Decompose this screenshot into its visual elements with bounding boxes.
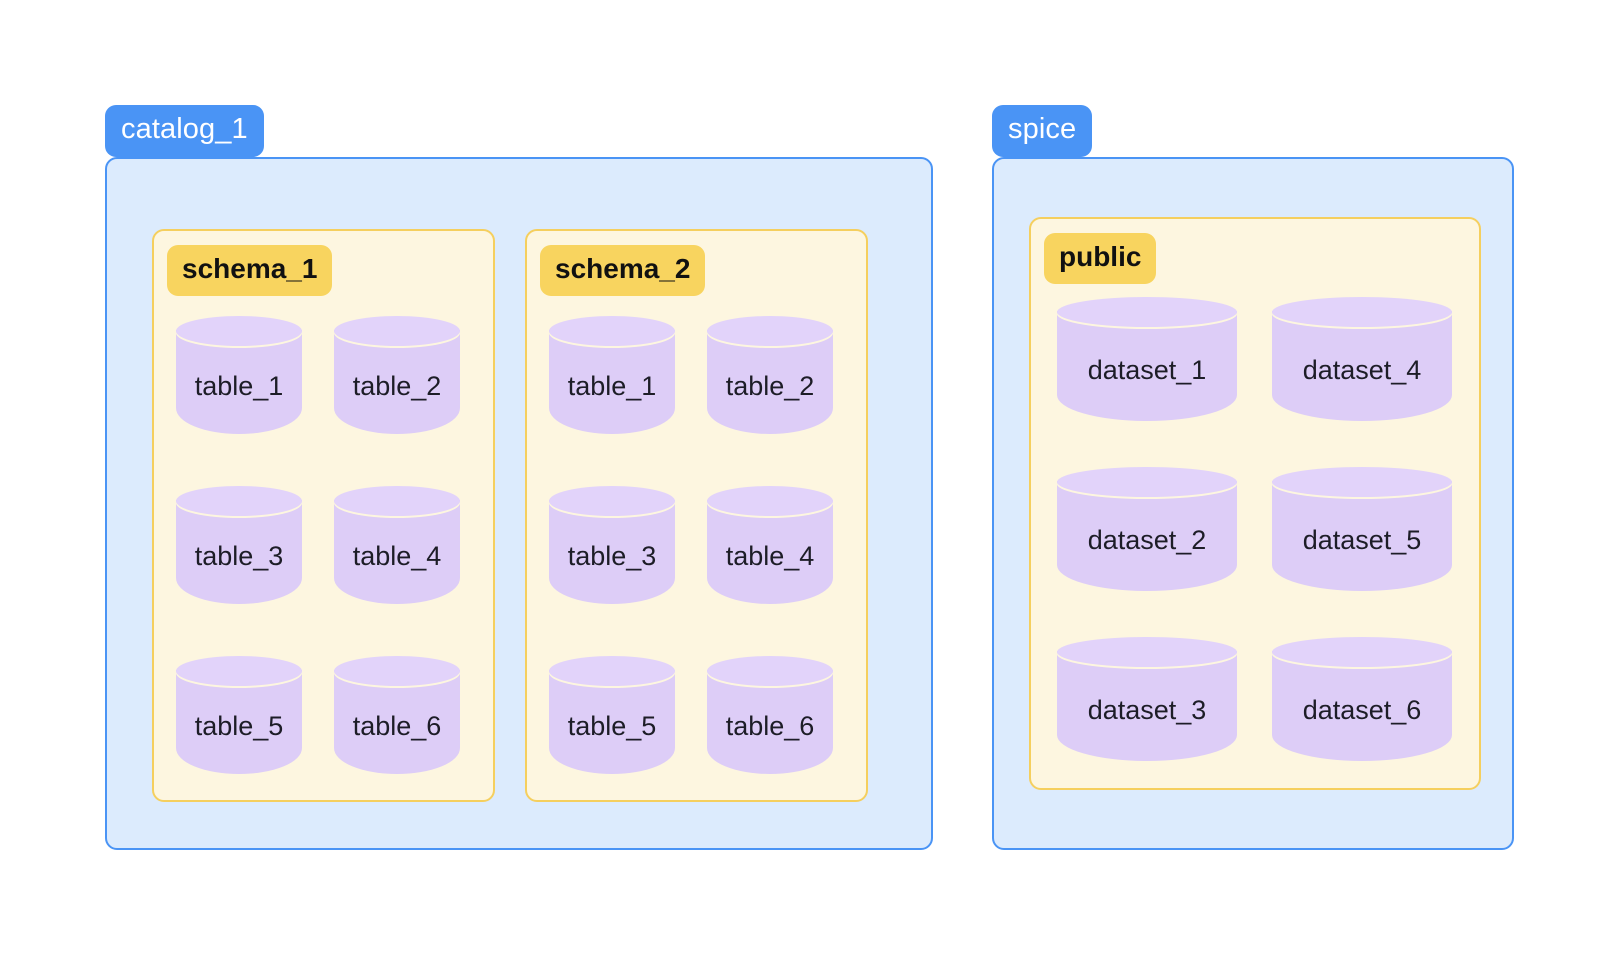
cylinder-body bbox=[549, 330, 675, 434]
table-cylinder[interactable]: table_5 bbox=[549, 656, 675, 774]
dataset-label: dataset_5 bbox=[1302, 524, 1422, 555]
group-box-spice: public dataset_1 dataset_4 dataset_2 dat… bbox=[992, 157, 1514, 850]
table-cylinder[interactable]: table_1 bbox=[549, 316, 675, 434]
cylinder-body bbox=[1272, 651, 1452, 761]
dataset-cylinder[interactable]: dataset_1 bbox=[1057, 297, 1237, 421]
dataset-cylinder[interactable]: dataset_3 bbox=[1057, 637, 1237, 761]
group-box-catalog-1: schema_1 table_1 table_2 table_3 table_4 bbox=[105, 157, 933, 850]
table-cylinder[interactable]: table_4 bbox=[707, 486, 833, 604]
cylinder-body bbox=[176, 500, 302, 604]
cylinder-body bbox=[549, 500, 675, 604]
cylinder-body bbox=[1057, 651, 1237, 761]
table-label: table_2 bbox=[352, 370, 442, 401]
group-tag-catalog-1[interactable]: catalog_1 bbox=[105, 105, 264, 157]
cylinder-top-ellipse bbox=[334, 316, 460, 346]
table-cylinder[interactable]: table_4 bbox=[334, 486, 460, 604]
cylinder-top-ellipse bbox=[176, 316, 302, 346]
table-cylinder[interactable]: table_5 bbox=[176, 656, 302, 774]
schema-box-schema-2: schema_2 table_1 table_2 table_3 table_4 bbox=[525, 229, 868, 802]
cylinder-top-ellipse bbox=[176, 656, 302, 686]
cylinder-top-ellipse bbox=[1057, 467, 1237, 497]
group-spice: spice public dataset_1 dataset_4 dataset… bbox=[992, 105, 1514, 850]
table-cylinder[interactable]: table_3 bbox=[176, 486, 302, 604]
group-tag-spice[interactable]: spice bbox=[992, 105, 1093, 157]
cylinder-top-ellipse bbox=[1272, 637, 1452, 667]
cylinder-top-ellipse bbox=[549, 486, 675, 516]
group-catalog-1: catalog_1 schema_1 table_1 table_2 table… bbox=[105, 105, 933, 850]
table-label: table_4 bbox=[725, 540, 815, 571]
table-cylinder[interactable]: table_1 bbox=[176, 316, 302, 434]
schema-tag-schema-1[interactable]: schema_1 bbox=[167, 245, 333, 296]
cylinder-body bbox=[1272, 311, 1452, 421]
schema-tag-public[interactable]: public bbox=[1044, 233, 1157, 284]
dataset-label: dataset_6 bbox=[1302, 694, 1422, 725]
table-cylinder[interactable]: table_2 bbox=[334, 316, 460, 434]
cylinder-body bbox=[707, 670, 833, 774]
cylinder-top-ellipse bbox=[549, 316, 675, 346]
table-cylinder[interactable]: table_3 bbox=[549, 486, 675, 604]
table-label: table_3 bbox=[194, 540, 284, 571]
table-label: table_1 bbox=[567, 370, 657, 401]
cylinder-top-ellipse bbox=[1057, 297, 1237, 327]
cylinder-top-ellipse bbox=[549, 656, 675, 686]
dataset-label: dataset_4 bbox=[1302, 354, 1422, 385]
table-label: table_5 bbox=[194, 710, 284, 741]
table-label: table_6 bbox=[725, 710, 815, 741]
table-cylinder[interactable]: table_6 bbox=[707, 656, 833, 774]
cylinder-top-ellipse bbox=[334, 656, 460, 686]
cylinder-body bbox=[707, 500, 833, 604]
cylinder-body bbox=[176, 330, 302, 434]
dataset-cylinder[interactable]: dataset_6 bbox=[1272, 637, 1452, 761]
cylinder-body bbox=[549, 670, 675, 774]
cylinder-body bbox=[1057, 481, 1237, 591]
cylinder-body bbox=[334, 500, 460, 604]
table-label: table_3 bbox=[567, 540, 657, 571]
cylinder-body bbox=[334, 670, 460, 774]
cylinder-top-ellipse bbox=[1272, 467, 1452, 497]
cylinder-top-ellipse bbox=[707, 486, 833, 516]
table-label: table_2 bbox=[725, 370, 815, 401]
schema-box-public: public dataset_1 dataset_4 dataset_2 dat… bbox=[1029, 217, 1481, 790]
cylinder-body bbox=[334, 330, 460, 434]
dataset-cylinder[interactable]: dataset_5 bbox=[1272, 467, 1452, 591]
dataset-label: dataset_1 bbox=[1087, 354, 1207, 385]
cylinder-body bbox=[707, 330, 833, 434]
cylinder-body bbox=[176, 670, 302, 774]
schema-box-schema-1: schema_1 table_1 table_2 table_3 table_4 bbox=[152, 229, 495, 802]
cylinder-top-ellipse bbox=[334, 486, 460, 516]
dataset-cylinder[interactable]: dataset_4 bbox=[1272, 297, 1452, 421]
cylinder-top-ellipse bbox=[1272, 297, 1452, 327]
table-label: table_6 bbox=[352, 710, 442, 741]
cylinder-top-ellipse bbox=[1057, 637, 1237, 667]
table-label: table_4 bbox=[352, 540, 442, 571]
table-cylinder[interactable]: table_2 bbox=[707, 316, 833, 434]
cylinder-top-ellipse bbox=[707, 316, 833, 346]
dataset-cylinder[interactable]: dataset_2 bbox=[1057, 467, 1237, 591]
cylinder-body bbox=[1272, 481, 1452, 591]
cylinder-top-ellipse bbox=[707, 656, 833, 686]
table-label: table_5 bbox=[567, 710, 657, 741]
table-label: table_1 bbox=[194, 370, 284, 401]
table-cylinder[interactable]: table_6 bbox=[334, 656, 460, 774]
cylinder-body bbox=[1057, 311, 1237, 421]
dataset-label: dataset_3 bbox=[1087, 694, 1207, 725]
schema-tag-schema-2[interactable]: schema_2 bbox=[540, 245, 706, 296]
cylinder-top-ellipse bbox=[176, 486, 302, 516]
dataset-label: dataset_2 bbox=[1087, 524, 1207, 555]
